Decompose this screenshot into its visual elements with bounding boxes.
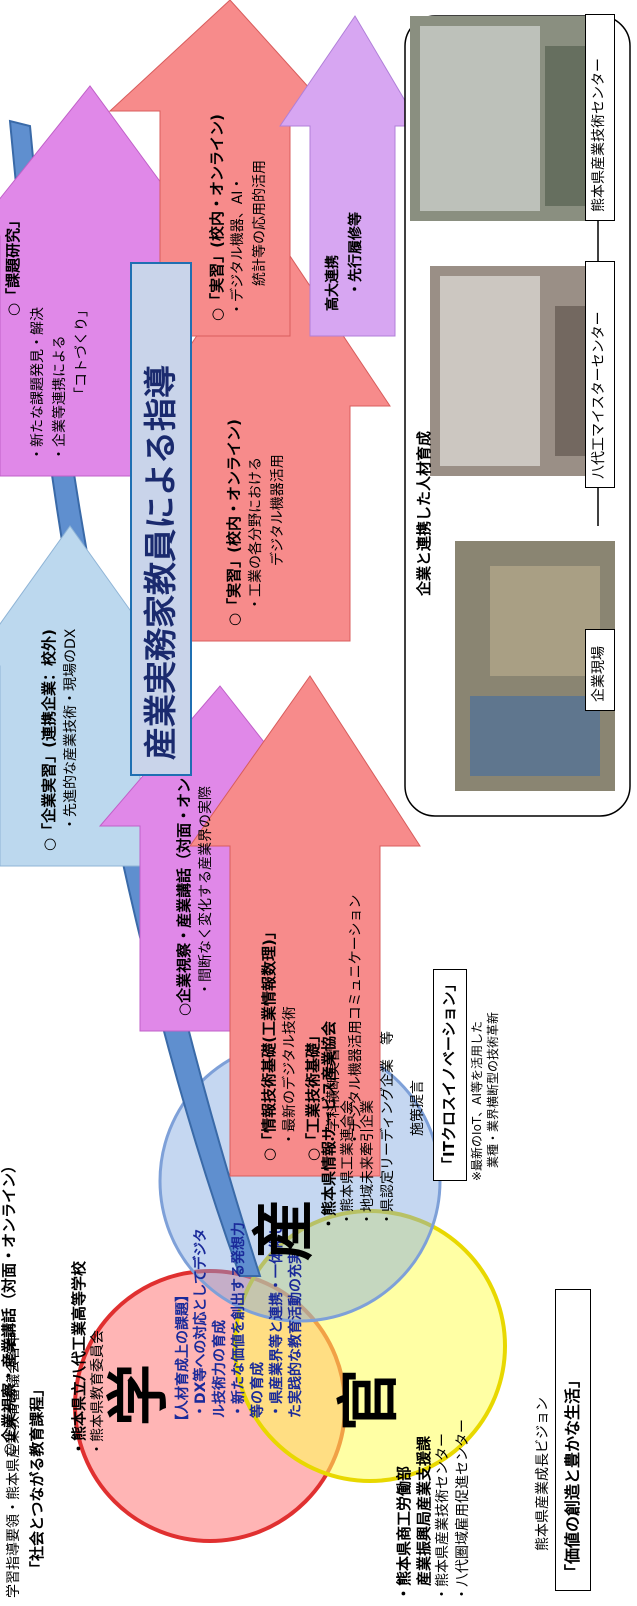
kengaku-desc: ・間断なく変化する産業界の実際 [198,786,214,996]
kigyou-jisshu-desc: ・先進的な産業技術・現場のDX [63,628,79,831]
kodai-renkei-arrow [279,15,421,337]
jisshu-1-title: ○「実習」(校内・オンライン) [225,419,243,626]
kougyou-title: ○「工業技術基礎」 [304,1027,322,1161]
partner-label-2-box: 八代工マイスターセンター [585,261,615,488]
kougyou-desc-1: ・学科横断実習 [326,1048,342,1146]
jouhou-title: ○「情報技術基礎(工業情報数理)」 [260,924,278,1161]
kadai-title: ○「課題研究」 [4,212,22,316]
partner-label-2: 八代工マイスターセンター [591,311,607,479]
proposal-caption: 施策提言 [410,1080,426,1136]
teacher-box: 産業実務家教員による指導 [130,262,192,776]
jisshu-1-desc-2: デジタル機器活用 [270,454,286,566]
issues-item-1b: ル技術力の育成 [212,1320,228,1418]
jisshu-2-desc-1: ・デジタル機器、AI・ [230,176,246,316]
kigyou-kengaku-title: ○企業視察・産業講話（対面・オンライン） [0,1157,18,1456]
proposal-note-2: 業種・業界横断型の技術革新 [486,1011,500,1168]
partner-label-1-box: 企業現場 [585,629,615,711]
jisshu-1-desc-1: ・工業の各分野における [248,457,264,611]
issues-title: 【人材育成上の課題】 [175,1288,191,1428]
kadai-desc-2: ・企業等連携による [52,335,68,461]
proposal-title: 「ITクロスイノベーション」 [440,976,458,1172]
jisshu-2-title: ○「実習」(校内・オンライン) [208,114,226,321]
partner-label-3: 熊本県産業技術センター [591,58,607,212]
proposal-note-1: ※最新のIoT、AI等を活用した [470,1020,484,1181]
jisshu-2-desc-2: 統計等の応用的活用 [252,160,268,286]
kan-label: 官 [332,1368,405,1431]
vision-caption: 熊本県産業成長ビジョン [535,1397,551,1551]
partner-title: 企業と連携した人材育成 [415,430,433,596]
gaku-school: ・熊本県立八代工業高等学校 [70,1260,88,1456]
kan-center-1: ・熊本県産業技術センター [435,1433,451,1601]
partner-label-3-box: 熊本県産業技術センター [585,14,615,221]
jisshu-2-arrow [108,0,332,337]
kadai-desc-1: ・新たな課題発見・解決 [30,307,46,461]
vision-title: 「価値の創造と豊かな生活」 [563,1371,582,1580]
kan-dept-2: 産業振興局産業支援課 [415,1435,433,1586]
kougyou-desc-2: ・デジタル機器活用コミュニケーション [348,894,364,1146]
gaku-label: 学 [102,1363,175,1426]
kigyou-jisshu-title: ○「企業実習」(連携企業：校外) [40,629,58,851]
issues-item-3b: た実践的な教育活動の充実 [288,1250,304,1418]
kan-circle [233,1209,507,1483]
teacher-title: 産業実務家教員による指導 [141,364,180,760]
kodai-renkei: 高大連携 [325,255,341,311]
issues-item-2b: 等の育成 [250,1362,266,1418]
jouhou-desc: ・最新のデジタル技術 [282,1006,298,1146]
partner-label-1: 企業現場 [591,646,607,702]
issues-item-1: ・DX等への対応としてデジタ [193,1228,209,1418]
kadai-desc-3: 「コトづくり」 [74,303,90,401]
san-label: 産 [247,1198,320,1261]
proposal-box: 「ITクロスイノベーション」 [433,969,467,1181]
kan-center-2: ・八代圏域雇用促進センター [455,1419,471,1601]
jouhou-kiso-arrow [189,675,421,1177]
vision-box: 「価値の創造と豊かな生活」 [555,1289,591,1591]
kan-dept: ・熊本県商工労働部 [395,1465,413,1601]
san-member-3: ・県認定リーディング企業 等 [380,1030,396,1226]
header-title: 「社会とつながる教育課程」 [28,1381,46,1576]
senkou-rishu: ・先行履修等 [348,212,364,296]
